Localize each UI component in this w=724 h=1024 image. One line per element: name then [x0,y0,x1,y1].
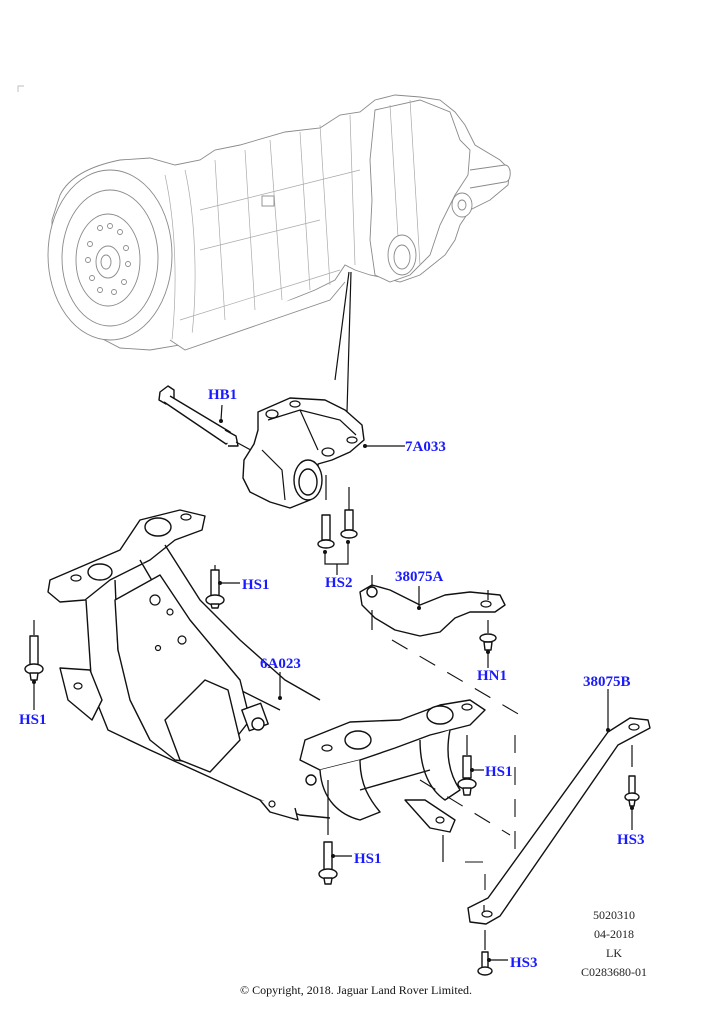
ref-drawing-number: C0283680-01 [581,965,647,979]
leader-dot [219,419,223,423]
leader-dot [278,696,282,700]
hb1-bolt [158,385,261,456]
hs3-bolt-lower [477,930,508,976]
callout-hs1-right[interactable]: HS1 [485,764,513,780]
hs1-bolt-left-upper [205,565,240,609]
hs3-bolt-upper [624,745,640,830]
copyright-notice: © Copyright, 2018. Jaguar Land Rover Lim… [239,983,473,997]
bracket-38075a [359,575,506,637]
callout-hs1-left-upper[interactable]: HS1 [242,577,270,593]
callout-hs3-upper[interactable]: HS3 [617,832,645,848]
transmission-mount [242,397,365,509]
leader-dot [417,606,421,610]
leader-line [346,271,352,413]
hs2-bolts [317,475,358,575]
ref-date: 04-2018 [594,927,634,941]
callout-6a023[interactable]: 6A023 [260,656,301,672]
transmission-illustration [47,94,511,351]
callout-hs1-left-outer[interactable]: HS1 [19,712,47,728]
callout-hs3-lower[interactable]: HS3 [510,955,538,971]
hs1-bolt-left-outer [24,620,44,710]
leader-dot [363,444,367,448]
callout-hn1[interactable]: HN1 [477,668,507,684]
leader-dot [606,728,610,732]
callout-38075b[interactable]: 38075B [583,674,631,690]
callout-hs1-lower[interactable]: HS1 [354,851,382,867]
ref-initials: LK [606,946,622,960]
assembly-guide-lines [391,639,521,890]
callout-hs2[interactable]: HS2 [325,575,353,591]
crossmember [47,509,486,833]
callout-38075a[interactable]: 38075A [395,569,444,585]
callout-hb1[interactable]: HB1 [208,387,238,403]
corner-mark [17,85,24,92]
ref-code: 5020310 [593,908,635,922]
leader-line [334,271,350,381]
hs1-bolt-right [457,735,484,796]
hn1-nut [479,620,497,668]
callout-7a033[interactable]: 7A033 [405,439,446,455]
leader-line [220,404,223,421]
brace-38075b [467,717,651,925]
hs1-bolt-lower [318,780,352,885]
